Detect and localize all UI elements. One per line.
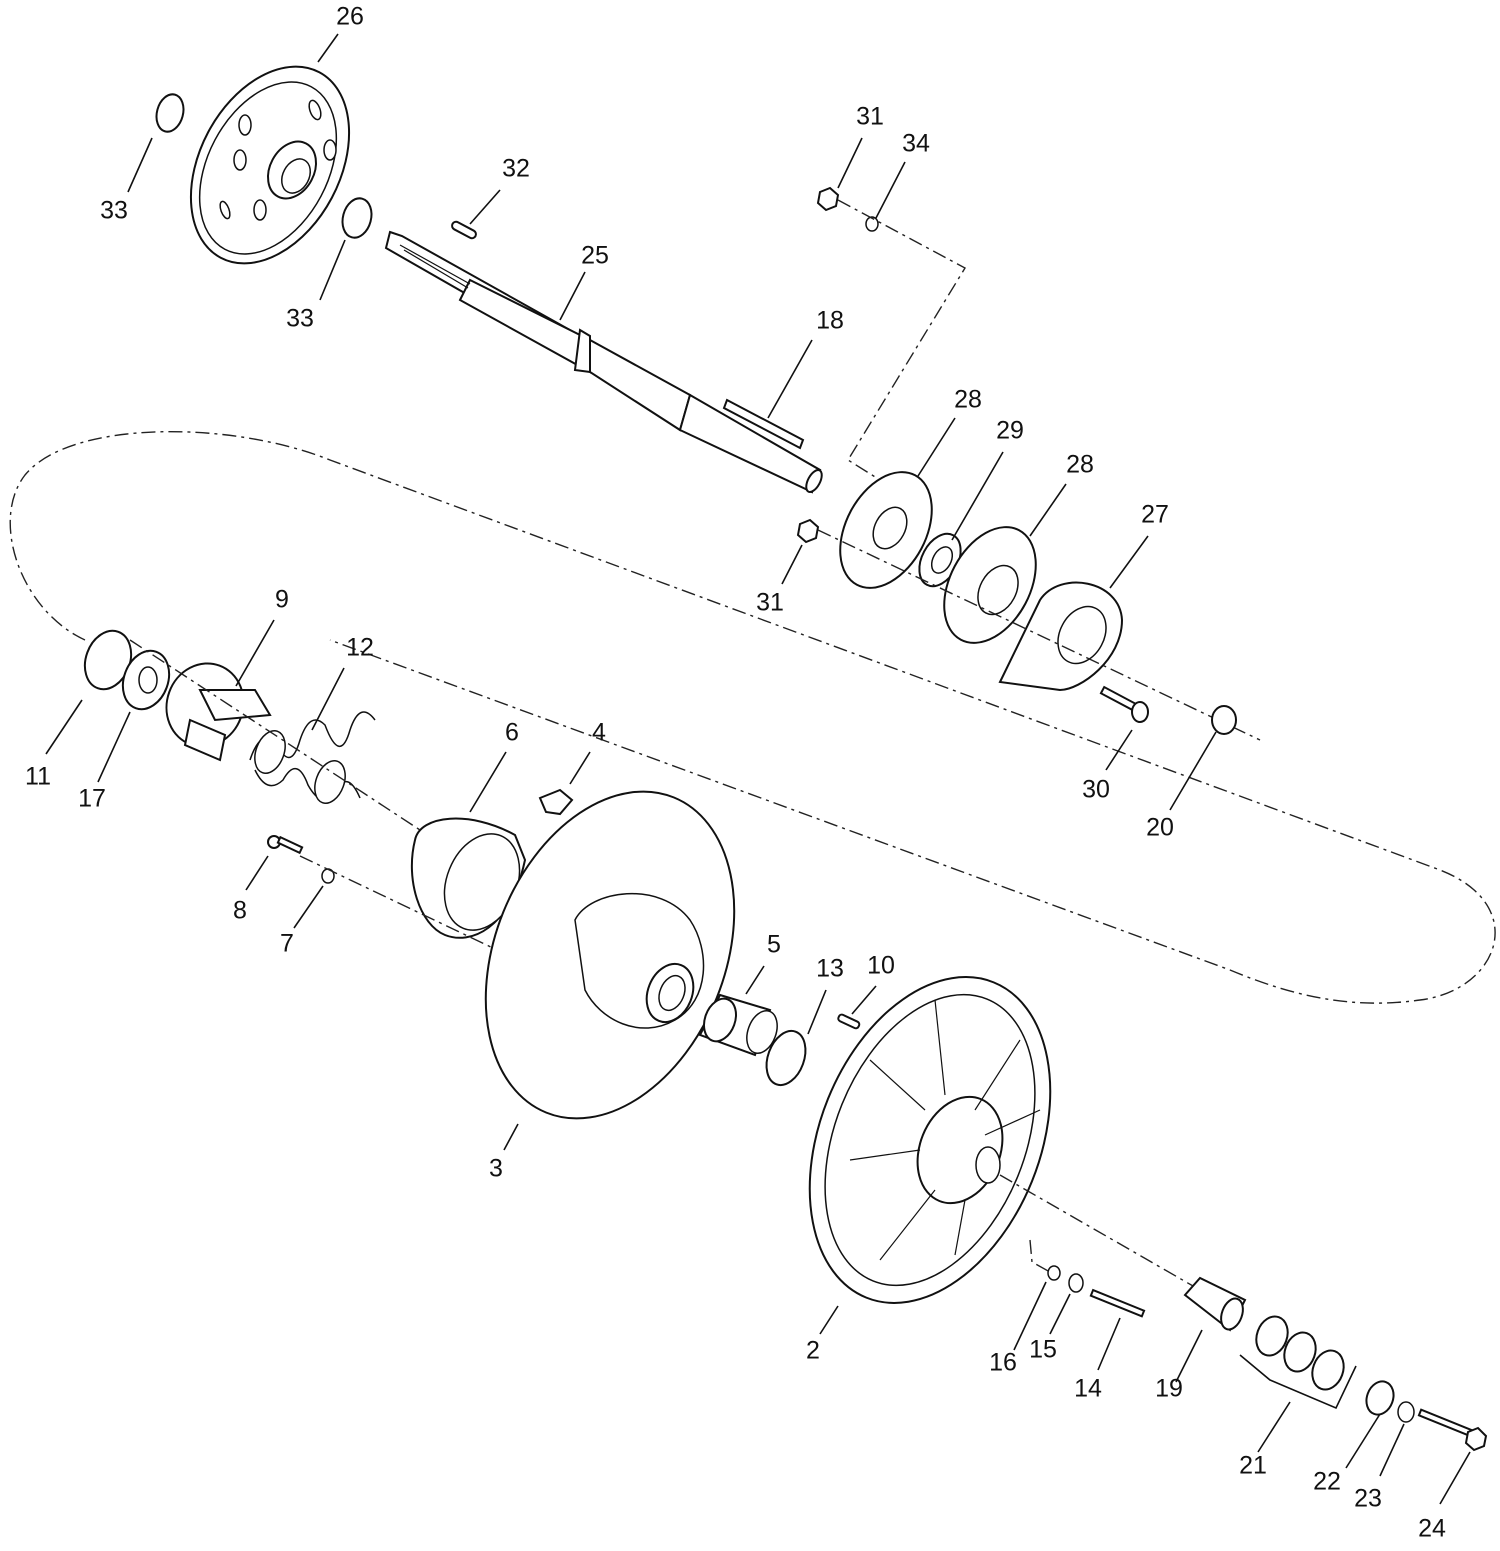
ring-6 (410, 817, 527, 939)
callout-2: 2 (806, 1337, 820, 1365)
callout-23: 23 (1354, 1485, 1382, 1513)
callout-14: 14 (1074, 1375, 1102, 1403)
sheave-3 (484, 790, 736, 1120)
washer-17 (121, 649, 171, 711)
callout-34: 34 (902, 130, 930, 158)
callout-29: 29 (996, 417, 1024, 445)
callout-11: 11 (25, 763, 51, 791)
callout-9: 9 (275, 586, 289, 614)
callout-27: 27 (1141, 501, 1169, 529)
callout-8: 8 (233, 897, 247, 925)
callout-22: 22 (1313, 1468, 1341, 1496)
nut-31-top (816, 186, 840, 212)
washer-23 (1397, 1401, 1415, 1423)
callout-18: 18 (816, 307, 844, 335)
bolt-24 (1417, 1408, 1488, 1452)
callout-17: 17 (78, 785, 106, 813)
pin-32 (451, 220, 477, 240)
callout-3: 3 (489, 1155, 503, 1183)
shaft-25 (384, 230, 823, 494)
callout-10: 10 (867, 952, 895, 980)
pin-10 (837, 1013, 861, 1030)
callout-31-top: 31 (856, 103, 884, 131)
assembly-axis-right (999, 1174, 1201, 1291)
callout-30: 30 (1082, 776, 1110, 804)
callout-5: 5 (767, 931, 781, 959)
callout-16: 16 (989, 1349, 1017, 1377)
ring-13 (765, 1029, 807, 1087)
callout-13: 13 (816, 955, 844, 983)
screw-8 (267, 835, 304, 855)
callout-12: 12 (346, 634, 374, 662)
callout-21: 21 (1239, 1452, 1267, 1480)
washer-15 (1068, 1273, 1084, 1293)
callout-15: 15 (1029, 1336, 1057, 1364)
spacer-19 (1183, 1276, 1247, 1332)
bolt-path-16-14 (1029, 1239, 1051, 1273)
screw-14 (1089, 1288, 1146, 1318)
callout-31-bottom: 31 (756, 589, 784, 617)
bushing-20 (1211, 705, 1237, 735)
leader-lines (45, 33, 1471, 1505)
callout-32: 32 (502, 155, 530, 183)
callout-24: 24 (1418, 1515, 1446, 1543)
assembly-axis-left (129, 639, 421, 831)
bushing-5 (698, 993, 778, 1057)
screw-30 (1099, 685, 1149, 723)
cam-9 (165, 662, 272, 762)
clip-4 (538, 788, 574, 816)
bolt-path-31-34 (837, 199, 966, 481)
washer-set-21 (1239, 1315, 1357, 1410)
sheave-plate-26 (189, 65, 351, 265)
washer-16 (1047, 1265, 1061, 1281)
callout-28-rear: 28 (1066, 451, 1094, 479)
callout-19: 19 (1155, 1375, 1183, 1403)
spring-12 (249, 711, 376, 804)
callout-7: 7 (280, 930, 294, 958)
flange-28-front (839, 471, 933, 589)
washer-22 (1365, 1380, 1395, 1416)
callout-33-bottom: 33 (286, 305, 314, 333)
o-ring-33-bottom (341, 197, 373, 239)
callout-20: 20 (1146, 814, 1174, 842)
washer-34 (865, 216, 879, 232)
callout-25: 25 (581, 242, 609, 270)
callout-4: 4 (592, 719, 606, 747)
callout-33-top: 33 (100, 197, 128, 225)
pulley-2 (808, 976, 1052, 1304)
assembly-axis-8-7 (299, 855, 561, 981)
drive-belt-outline (9, 430, 1496, 1004)
flange-28-rear (943, 526, 1037, 644)
callout-6: 6 (505, 719, 519, 747)
callout-28-front: 28 (954, 386, 982, 414)
callout-26: 26 (336, 3, 364, 31)
callout-labels: 26 33 33 32 25 31 34 18 28 29 28 27 31 9… (25, 3, 1446, 1543)
key-18 (722, 398, 805, 450)
o-ring-33-top (155, 93, 185, 133)
nut-31-bottom (796, 518, 820, 544)
assembly-axis-27 (817, 529, 1261, 741)
